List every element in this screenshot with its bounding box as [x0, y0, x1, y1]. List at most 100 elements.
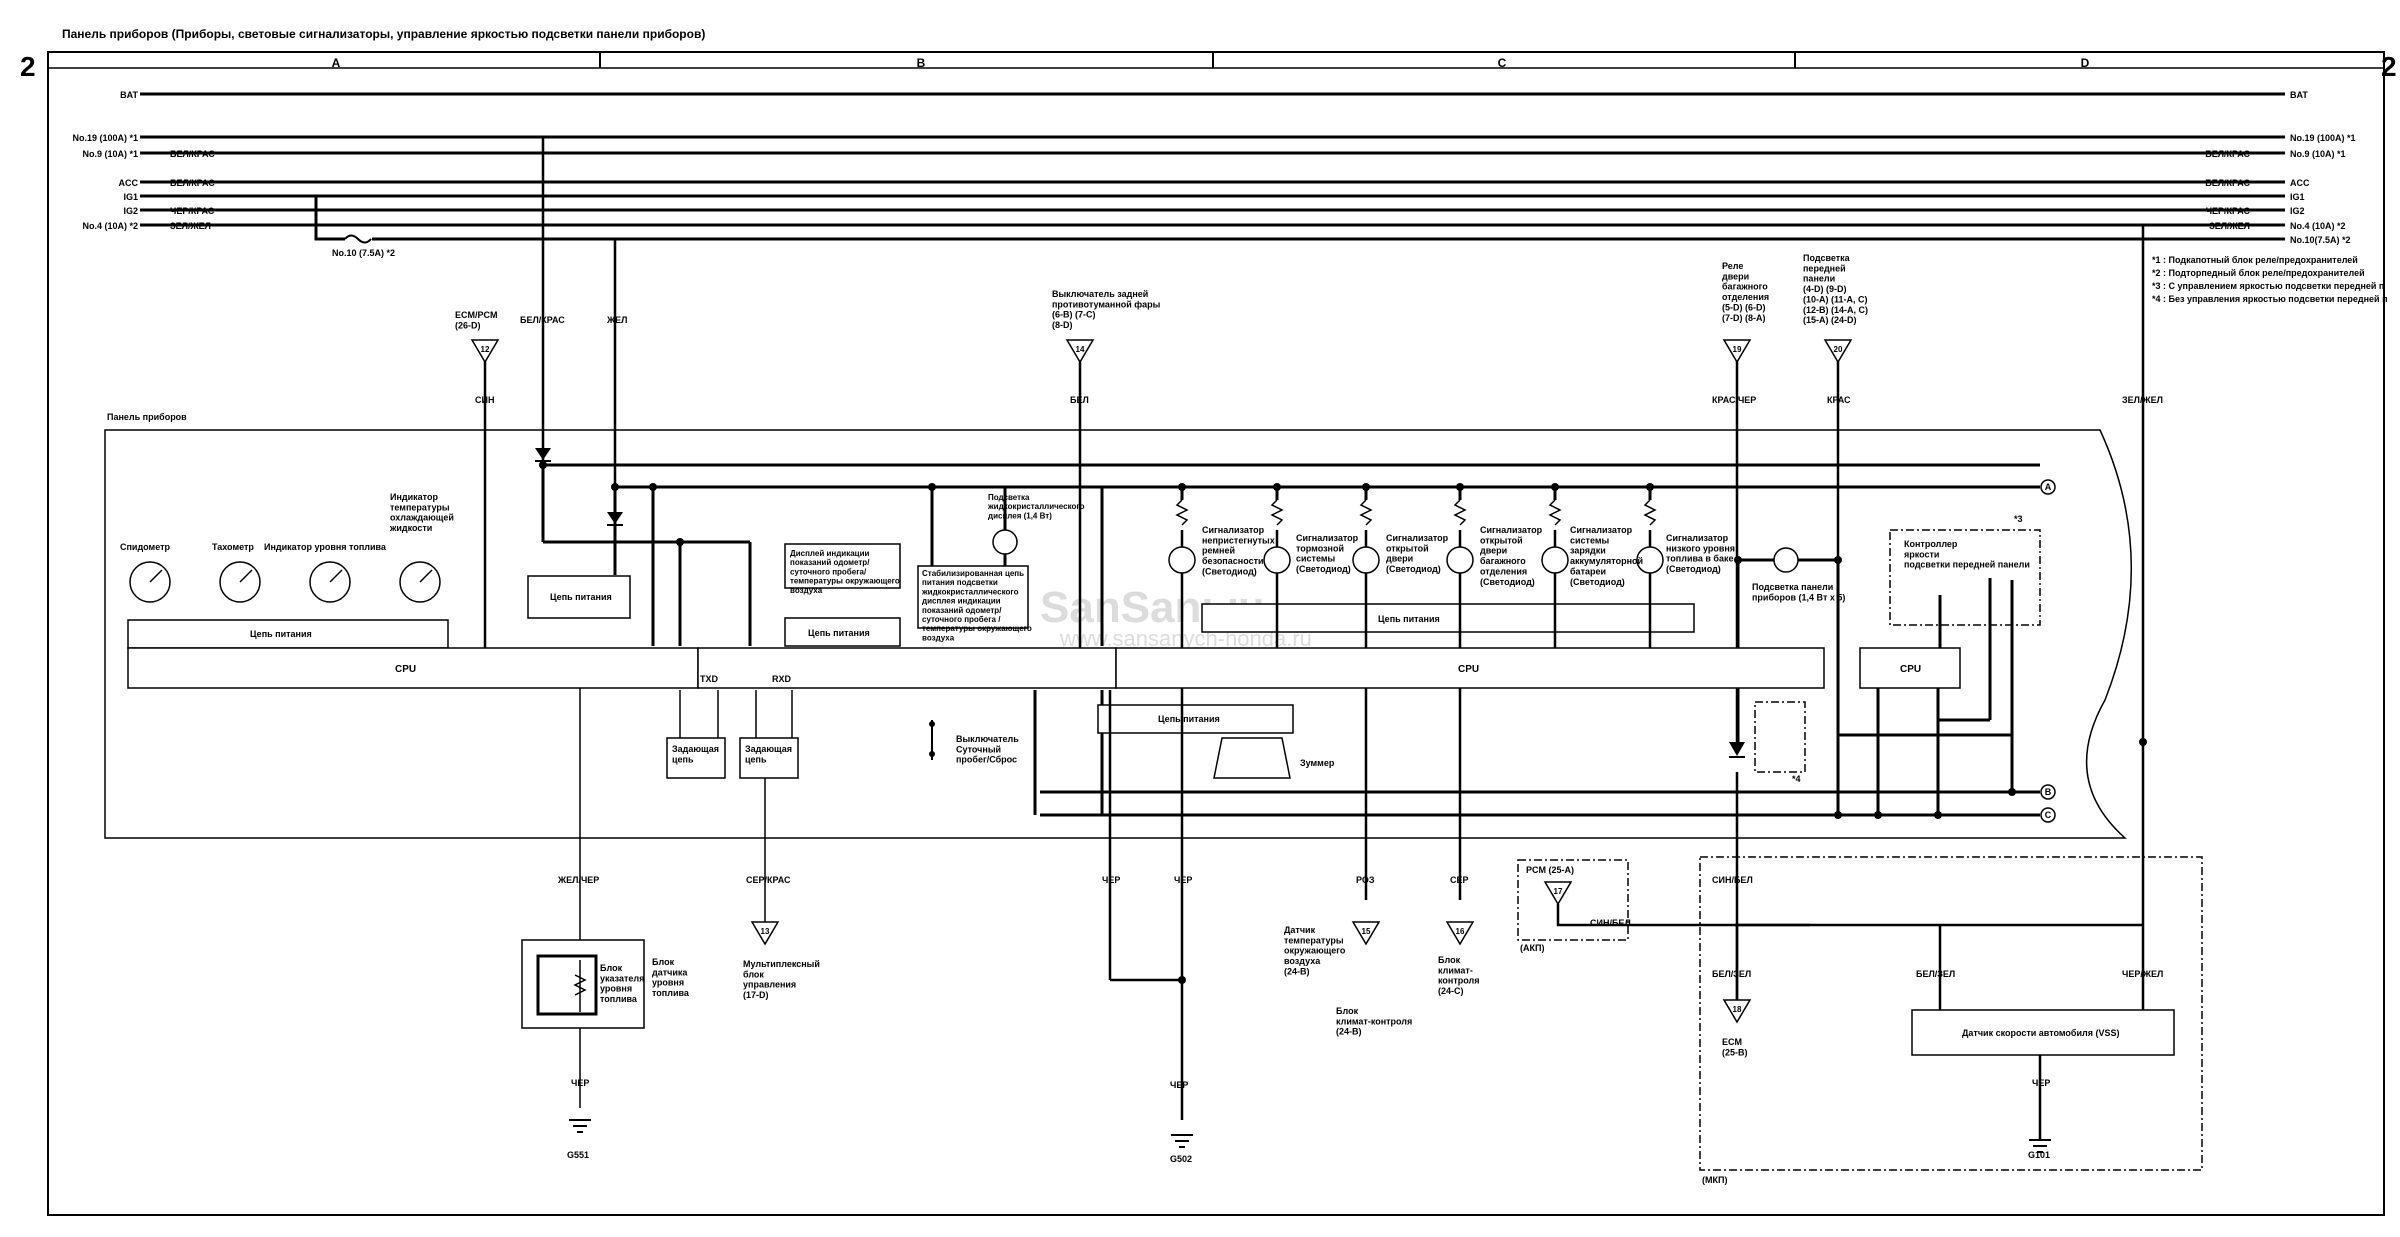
svg-text:ЗЕЛ/ЖЕЛ: ЗЕЛ/ЖЕЛ	[2209, 221, 2250, 231]
svg-text:Цепь питания: Цепь питания	[1158, 714, 1220, 724]
svg-text:No.9 (10A) *1: No.9 (10A) *1	[2290, 149, 2346, 159]
cpu-left	[127, 647, 699, 689]
power-circuit-5	[1097, 704, 1294, 734]
svg-text:Цепь питания: Цепь питания	[1378, 614, 1440, 624]
cpu-main	[1115, 647, 1825, 689]
wire-cher-zhel: ЧЕР/ЖЕЛ	[2122, 969, 2163, 979]
svg-text:КРАС/ЧЕР: КРАС/ЧЕР	[1712, 395, 1756, 405]
panel-light-bulb	[1773, 547, 1799, 573]
brightness-controller	[1889, 529, 2041, 626]
svg-text:No.4 (10A) *2: No.4 (10A) *2	[82, 221, 138, 231]
node-markers: A B C	[2040, 479, 2056, 823]
cpu-right	[1859, 647, 1961, 689]
svg-text:No.19 (100A) *1: No.19 (100A) *1	[72, 133, 138, 143]
diagram-frame	[47, 51, 2385, 1216]
svg-text:Спидометр: Спидометр	[120, 542, 171, 552]
svg-text:A: A	[2045, 482, 2052, 492]
svg-text:ЧЕР: ЧЕР	[1170, 1080, 1188, 1090]
wire-roz: РОЗ	[1356, 875, 1375, 885]
rail-labels-right: BAT No.19 (100A) *1 No.9 (10A) *1 ACC IG…	[2205, 90, 2355, 245]
svg-text:*1 : Подкапотный блок реле/пр: *1 : Подкапотный блок реле/предохранител…	[2152, 255, 2358, 265]
svg-text:СИН: СИН	[475, 395, 494, 405]
wire-ser-kras: СЕР/КРАС	[746, 875, 791, 885]
page-title: Панель приборов (Приборы, световые сигна…	[62, 27, 705, 41]
svg-text:CPU: CPU	[1900, 664, 1921, 675]
wire-cher-1: ЧЕР	[1102, 875, 1120, 885]
svg-text:20: 20	[1834, 345, 1843, 354]
wire-cher-4: ЧЕР	[2032, 1078, 2050, 1088]
svg-text:G551: G551	[567, 1150, 589, 1160]
diode-2	[607, 512, 623, 524]
pcm-box	[1517, 859, 1629, 941]
svg-text:RXD: RXD	[772, 674, 792, 684]
ground-g502: ЧЕР G502	[1170, 976, 1193, 1164]
svg-text:ECM/PCM(26-D): ECM/PCM(26-D)	[455, 310, 498, 330]
svg-text:12: 12	[481, 345, 490, 354]
svg-text:G502: G502	[1170, 1154, 1192, 1164]
svg-text:18: 18	[1733, 1005, 1742, 1014]
wire-bel-zel-2: БЕЛ/ЗЕЛ	[1916, 969, 1955, 979]
wire-cher-2: ЧЕР	[1174, 875, 1192, 885]
gauges: Спидометр Тахометр Индикатор уровня топл…	[120, 492, 454, 603]
svg-text:Цепь питания: Цепь питания	[550, 592, 612, 602]
cpu-bus	[697, 647, 1117, 689]
wire-bel-zel-1: БЕЛ/ЗЕЛ	[1712, 969, 1751, 979]
svg-text:B: B	[2045, 787, 2052, 797]
svg-text:No.9 (10A) *1: No.9 (10A) *1	[82, 149, 138, 159]
svg-text:16: 16	[1456, 927, 1465, 936]
notes: *1 : Подкапотный блок реле/предохранител…	[2152, 255, 2388, 304]
svg-text:15: 15	[1362, 927, 1371, 936]
svg-text:СИН/БЕЛ: СИН/БЕЛ	[1590, 918, 1631, 928]
diode-1	[535, 448, 551, 460]
svg-text:КРАС: КРАС	[1827, 395, 1851, 405]
svg-text:CPU: CPU	[395, 664, 416, 675]
svg-text:БЕЛ/КРАС: БЕЛ/КРАС	[2205, 149, 2250, 159]
wire-zel-zhel: ЗЕЛ/ЖЕЛ	[2122, 395, 2163, 405]
diode-3	[1729, 742, 1745, 756]
instrument-panel-outline	[104, 429, 2133, 839]
svg-text:IG2: IG2	[2290, 206, 2305, 216]
svg-text:БЕЛ/КРАС: БЕЛ/КРАС	[170, 178, 215, 188]
zone-a: A	[332, 56, 341, 70]
stabilized-circuit	[917, 565, 1029, 629]
svg-text:BAT: BAT	[2290, 90, 2308, 100]
svg-text:19: 19	[1733, 345, 1742, 354]
connector-ecm-pcm: 12 ECM/PCM(26-D) СИН	[455, 310, 500, 405]
lcd-light-bulb	[992, 529, 1018, 555]
zone-c: C	[1498, 56, 1507, 70]
svg-text:C: C	[2045, 810, 2052, 820]
vss-sensor	[1911, 1009, 2175, 1056]
svg-text:БЕЛ/КРАС: БЕЛ/КРАС	[2205, 178, 2250, 188]
wire-zhel-cher: ЖЕЛ/ЧЕР	[557, 875, 599, 885]
wire-zhel: ЖЕЛ	[606, 315, 627, 325]
wire-sin-bel: СИН/БЕЛ	[1712, 875, 1753, 885]
svg-text:Датчик скорости автомобиля (VS: Датчик скорости автомобиля (VSS)	[1962, 1028, 2120, 1038]
power-circuit-3	[784, 617, 901, 647]
svg-text:БЕЛ: БЕЛ	[1070, 395, 1089, 405]
drive-circuit-1	[666, 737, 726, 779]
svg-text:Индикатор уровня топлива: Индикатор уровня топлива	[264, 542, 387, 552]
